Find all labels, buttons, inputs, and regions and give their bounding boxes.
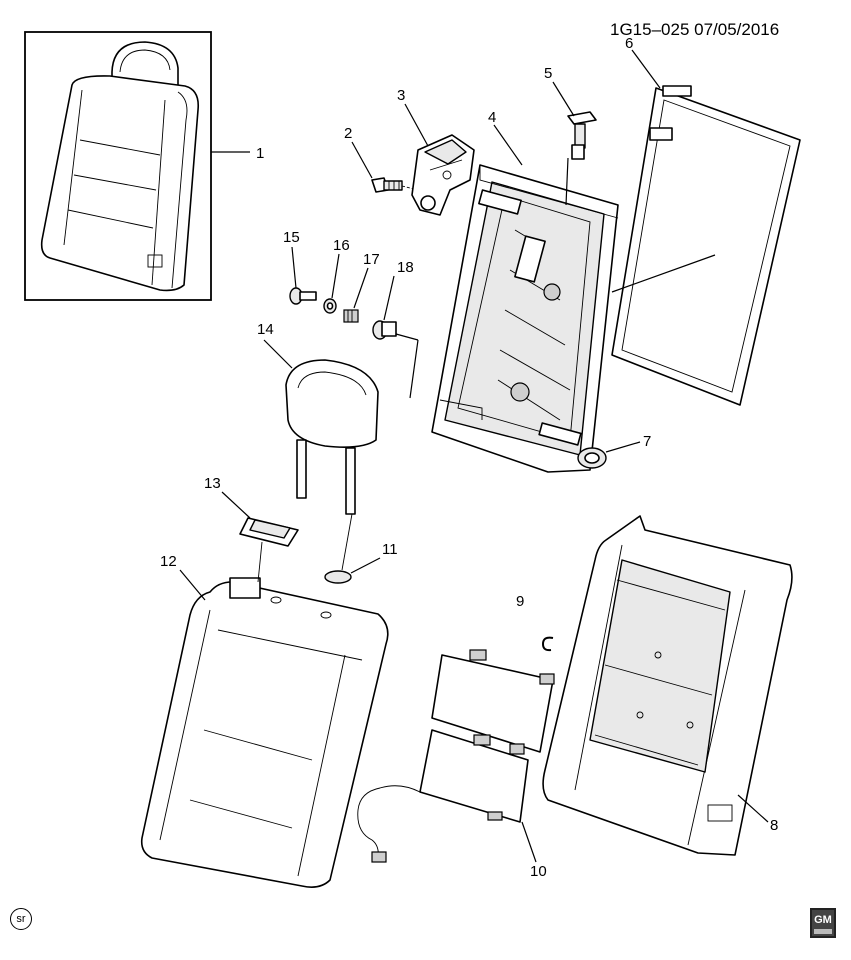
part-18-guide-sleeve — [372, 320, 397, 340]
leader-3 — [404, 103, 429, 147]
part-2-bolt — [371, 177, 403, 193]
part-7-grommet — [577, 447, 607, 469]
callout-14: 14 — [257, 321, 274, 338]
leader-13 — [221, 491, 251, 519]
leader-18c — [395, 333, 419, 341]
leader-11b — [341, 513, 353, 571]
leader-5b — [565, 157, 569, 206]
callout-2: 2 — [344, 125, 352, 142]
callout-9: 9 — [516, 593, 524, 610]
part-4-frame — [431, 164, 619, 473]
part-17-spring — [343, 309, 359, 323]
leader-15 — [291, 246, 297, 289]
part-14-headrest — [285, 359, 379, 515]
callout-6: 6 — [625, 35, 633, 52]
callout-13: 13 — [204, 475, 221, 492]
gm-logo-bar — [814, 929, 832, 934]
part-10-heater — [357, 649, 555, 863]
leader-16 — [331, 253, 340, 299]
callout-11: 11 — [382, 541, 398, 558]
gm-logo: GM — [810, 908, 836, 938]
leader-2 — [351, 141, 373, 179]
leader-8 — [737, 794, 769, 823]
part-1-inset — [24, 31, 212, 301]
part-3-latch — [411, 134, 475, 216]
leader-6 — [631, 49, 661, 89]
part-16-washer — [323, 298, 337, 314]
callout-5: 5 — [544, 65, 552, 82]
leader-18 — [383, 275, 395, 321]
leader-14 — [263, 339, 293, 369]
callout-3: 3 — [397, 87, 405, 104]
callout-8: 8 — [770, 817, 778, 834]
callout-17: 17 — [363, 251, 380, 268]
callout-7: 7 — [643, 433, 651, 450]
leader-6b — [611, 254, 716, 293]
callout-4: 4 — [488, 109, 496, 126]
leader-11 — [350, 557, 381, 574]
leader-5 — [552, 81, 575, 117]
callout-12: 12 — [160, 553, 177, 570]
callout-10: 10 — [530, 863, 547, 880]
part-12-front-cover — [140, 577, 389, 888]
leader-17 — [353, 267, 369, 309]
part-11-escutcheon — [324, 570, 352, 584]
sr-mark: sr — [10, 908, 32, 930]
callout-1: 1 — [256, 145, 264, 162]
gm-logo-text: GM — [814, 914, 832, 926]
leader-10 — [521, 821, 537, 863]
leader-18-guide — [409, 339, 419, 399]
leader-13b — [257, 541, 263, 583]
part-15-screw — [289, 287, 317, 305]
callout-15: 15 — [283, 229, 300, 246]
part-6-panel — [611, 85, 801, 406]
diagram-id: 1G15–025 07/05/2016 — [610, 20, 780, 39]
callout-16: 16 — [333, 237, 350, 254]
part-8-rear-cover — [542, 515, 793, 856]
part-5-guide — [567, 111, 597, 160]
leader-7 — [605, 441, 641, 453]
part-9-clip — [541, 636, 554, 652]
leader-4 — [493, 124, 523, 166]
leader-12 — [179, 569, 206, 601]
callout-18: 18 — [397, 259, 414, 276]
part-13-bezel — [239, 517, 299, 547]
